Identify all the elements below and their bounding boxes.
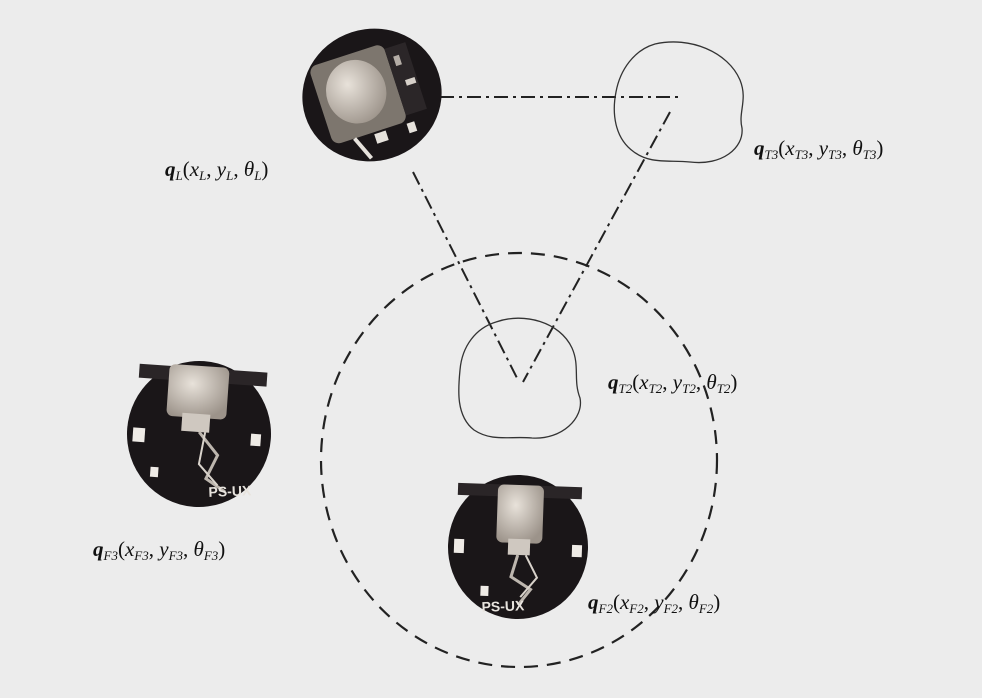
sensing-range-circle (319, 251, 719, 669)
follower3-marking: PS-UX (208, 482, 252, 500)
follower2-pose-label: qF2(xF2, yF2, θF2) (588, 590, 721, 616)
target3-outline (613, 41, 744, 164)
follower2-marking: PS-UX (481, 597, 525, 615)
leader-to-target2-line (412, 171, 519, 381)
follower3-pose-label: qF3(xF3, yF3, θF3) (93, 537, 226, 563)
leader-robot (302, 28, 442, 162)
follower3-robot: PS-UX (126, 361, 272, 507)
target3-to-target2-line (522, 111, 671, 383)
target2-pose-label: qT2(xT2, yT2, θT2) (608, 370, 738, 396)
target2-outline (458, 317, 582, 439)
leader-pose-label: qL(xL, yL, θL) (165, 157, 269, 183)
follower2-robot: PS-UX (447, 475, 589, 619)
target3-pose-label: qT3(xT3, yT3, θT3) (754, 136, 884, 162)
